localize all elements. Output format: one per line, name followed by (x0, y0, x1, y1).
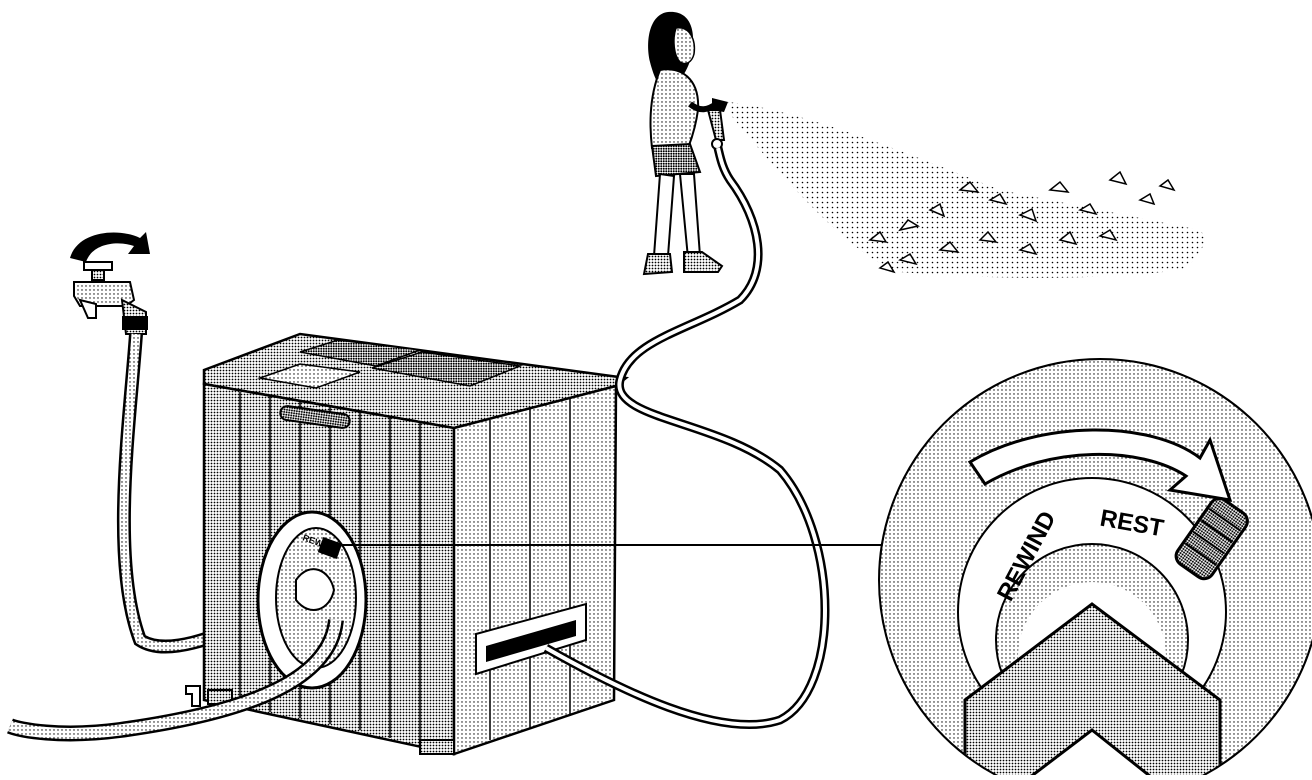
turn-arrow-icon (70, 232, 150, 262)
control-callout: REST REWIND (878, 358, 1312, 780)
rewind-direction-arrow-icon (967, 428, 1233, 502)
hose-reel-cabinet: REWIND (185, 332, 630, 756)
woman-with-spray-nozzle (642, 11, 728, 276)
control-lever-icon (1174, 497, 1249, 581)
garden-plants (868, 170, 1176, 274)
faucet-icon (73, 261, 148, 335)
